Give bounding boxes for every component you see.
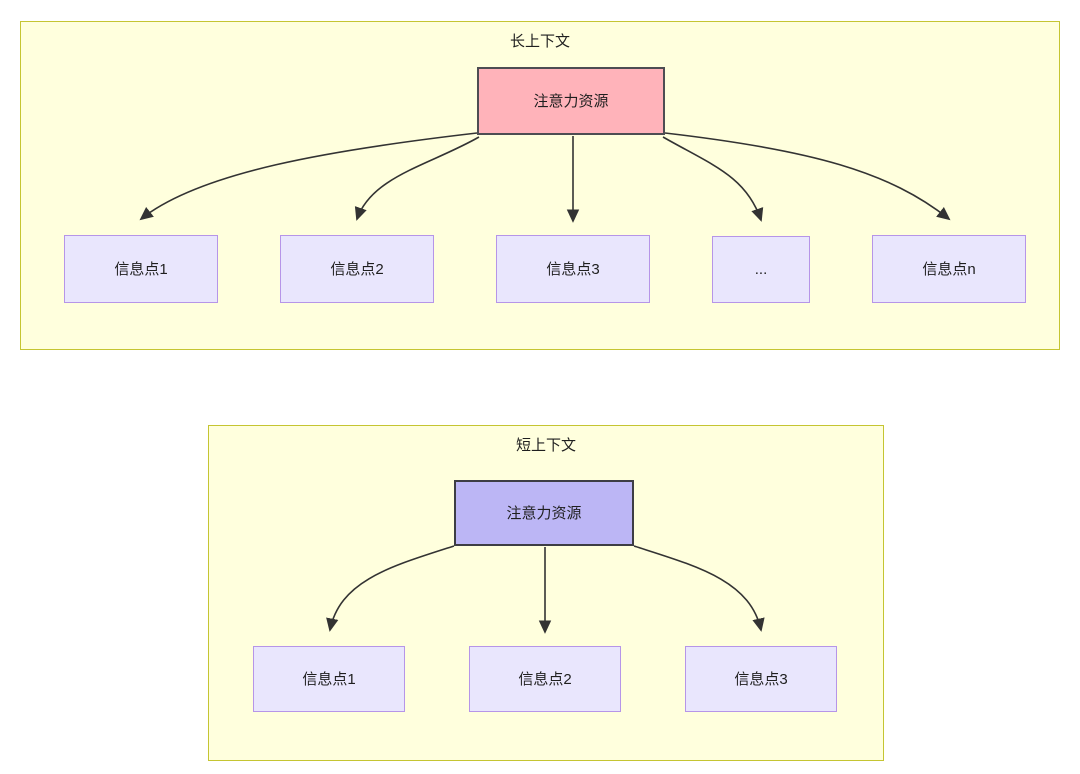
node-short-info-2[interactable]: 信息点2 xyxy=(469,646,621,712)
node-short-info-2-label: 信息点2 xyxy=(518,670,572,688)
node-long-ellipsis-label: ... xyxy=(754,261,768,278)
node-long-info-n-label: 信息点n xyxy=(922,260,976,278)
node-long-info-1-label: 信息点1 xyxy=(114,260,168,278)
node-attention-resource-long[interactable]: 注意力资源 xyxy=(477,67,665,135)
node-short-info-3[interactable]: 信息点3 xyxy=(685,646,837,712)
node-short-info-1-label: 信息点1 xyxy=(302,670,356,688)
node-long-ellipsis[interactable]: ... xyxy=(712,236,810,303)
group-short-context-title: 短上下文 xyxy=(515,437,576,454)
node-attention-resource-short-label: 注意力资源 xyxy=(506,504,582,522)
node-long-info-n[interactable]: 信息点n xyxy=(872,235,1026,303)
node-long-info-2[interactable]: 信息点2 xyxy=(280,235,434,303)
node-long-info-3-label: 信息点3 xyxy=(546,260,600,278)
node-attention-resource-short[interactable]: 注意力资源 xyxy=(454,480,634,546)
node-short-info-1[interactable]: 信息点1 xyxy=(253,646,405,712)
node-long-info-3[interactable]: 信息点3 xyxy=(496,235,650,303)
node-long-info-2-label: 信息点2 xyxy=(330,260,384,278)
group-long-context-title: 长上下文 xyxy=(509,33,570,50)
node-attention-resource-long-label: 注意力资源 xyxy=(533,92,609,110)
node-long-info-1[interactable]: 信息点1 xyxy=(64,235,218,303)
node-short-info-3-label: 信息点3 xyxy=(734,670,788,688)
